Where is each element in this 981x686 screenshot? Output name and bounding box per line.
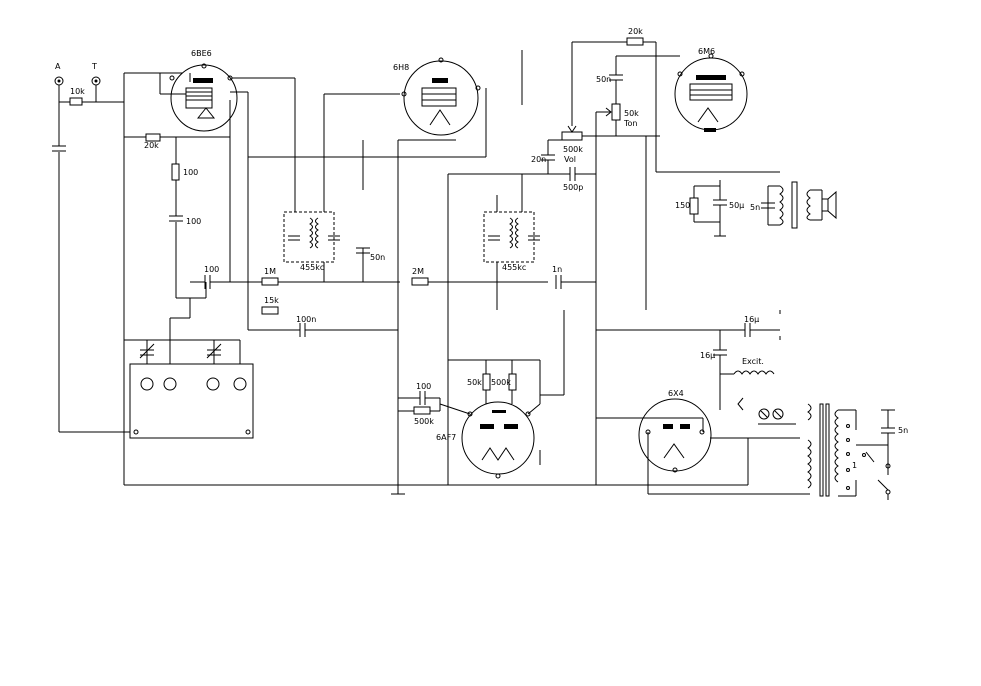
if-transformer-2: 455kc (483, 211, 540, 272)
label-150: 150 (675, 201, 690, 210)
capacitor-500p: 500p (560, 167, 596, 192)
label-2m: 2M (412, 267, 424, 276)
resistor-10k: 10k (69, 87, 85, 106)
label-c100: 100 (186, 217, 201, 226)
label-6x4: 6X4 (668, 389, 684, 398)
power-switch (877, 463, 891, 500)
capacitor-100n: 100n (248, 315, 398, 337)
antenna-label: A (55, 62, 61, 71)
capacitor-20n: 20n (531, 140, 555, 174)
label-if1: 455kc (300, 263, 324, 272)
antenna-terminal: A (54, 62, 64, 86)
capacitor-50n-b: 50n (596, 55, 680, 104)
break-marks (397, 310, 781, 340)
tube-6af7: 6AF7 (436, 401, 535, 479)
label-50k: 50k (467, 378, 482, 387)
label-tone: Ton (623, 119, 638, 128)
tube-6be6: 6BE6 (169, 49, 238, 132)
label-6m6: 6M6 (698, 47, 715, 56)
volume-control: 500k Vol (548, 41, 656, 164)
output-transformer: 5n (750, 181, 811, 229)
if1-wiring: 50n (278, 93, 400, 283)
antenna-wiring (58, 72, 190, 433)
detector-wiring (439, 310, 565, 465)
resistor-500k-detector: 500k (398, 398, 441, 426)
label-c100b: 100 (204, 265, 219, 274)
label-6h8: 6H8 (393, 63, 409, 72)
tone-control: 50k Ton (596, 103, 660, 137)
ground-bus (123, 73, 748, 495)
tube-6m6: 6M6 (674, 47, 748, 132)
label-1m: 1M (264, 267, 276, 276)
label-r100: 100 (183, 168, 198, 177)
resistor-1m: 1M (261, 267, 279, 286)
speaker-icon (810, 189, 837, 221)
label-20k: 20k (144, 141, 159, 150)
label-6be6: 6BE6 (191, 49, 212, 58)
resistor-100: 100 (171, 163, 198, 181)
label-500k-det: 500k (414, 417, 434, 426)
label-100n: 100n (296, 315, 316, 324)
label-5n: 5n (750, 203, 760, 212)
label-6af7: 6AF7 (436, 433, 456, 442)
detector-bias-resistors: 50k 500k (448, 359, 541, 404)
capacitor-16u-b: 16µ (700, 330, 727, 410)
capacitor-antenna (52, 145, 66, 152)
label-1n: 1n (552, 265, 562, 274)
label-excit: Excit. (742, 357, 764, 366)
capacitor-100: 100 (169, 215, 201, 226)
label-16u-b: 16µ (700, 351, 715, 360)
label-16u-a: 16µ (744, 315, 759, 324)
if-amp-wiring (248, 50, 523, 485)
label-if2: 455kc (502, 263, 526, 272)
ground-terminal: T (91, 62, 101, 86)
label-500k-b: 500k (491, 378, 511, 387)
capacitor-1n: 1n (552, 265, 596, 289)
if2-wiring (447, 173, 560, 485)
capacitor-100b: 100 (190, 265, 262, 289)
capacitor-5n-mains: 5n (881, 409, 908, 475)
label-50n: 50n (370, 253, 385, 262)
resistor-15k: 15k (261, 296, 279, 315)
capacitor-100-detector: 100 (398, 382, 440, 405)
label-5n-mains: 5n (898, 426, 908, 435)
mains-transformer (807, 403, 857, 497)
voltage-selector: 1 (852, 444, 888, 470)
audio-bus-wiring (595, 42, 780, 485)
capacitor-16u-a: 16µ (596, 315, 780, 337)
tube-6h8: 6H8 (393, 57, 481, 136)
label-20n: 20n (531, 155, 546, 164)
resistor-2m: 2M (411, 267, 548, 286)
converter-wiring (124, 73, 296, 331)
label-15k: 15k (264, 296, 279, 305)
label-20k-top: 20k (628, 27, 643, 36)
ground-label: T (91, 62, 97, 71)
pilot-lamps (737, 397, 796, 425)
label-vol: Vol (564, 155, 576, 164)
label-50u: 50µ (729, 201, 744, 210)
label-c100-det: 100 (416, 382, 431, 391)
label-500p: 500p (563, 183, 583, 192)
resistor-150: 150 (675, 185, 720, 223)
resistor-20k: 20k (144, 133, 161, 150)
label-vol-value: 500k (563, 145, 583, 154)
label-tone-value: 50k (624, 109, 639, 118)
if-transformer-1: 455kc (283, 211, 340, 272)
resistor-20k-feedback: 20k (626, 27, 644, 46)
label-10k: 10k (70, 87, 85, 96)
svg-text:1: 1 (852, 461, 857, 470)
tuning-gang (124, 298, 254, 439)
rectifier-wiring (596, 417, 810, 495)
field-coil: Excit. (720, 357, 775, 375)
tube-6x4: 6X4 (638, 389, 712, 473)
capacitor-50u: 50µ (713, 180, 744, 237)
label-50n-b: 50n (596, 75, 611, 84)
